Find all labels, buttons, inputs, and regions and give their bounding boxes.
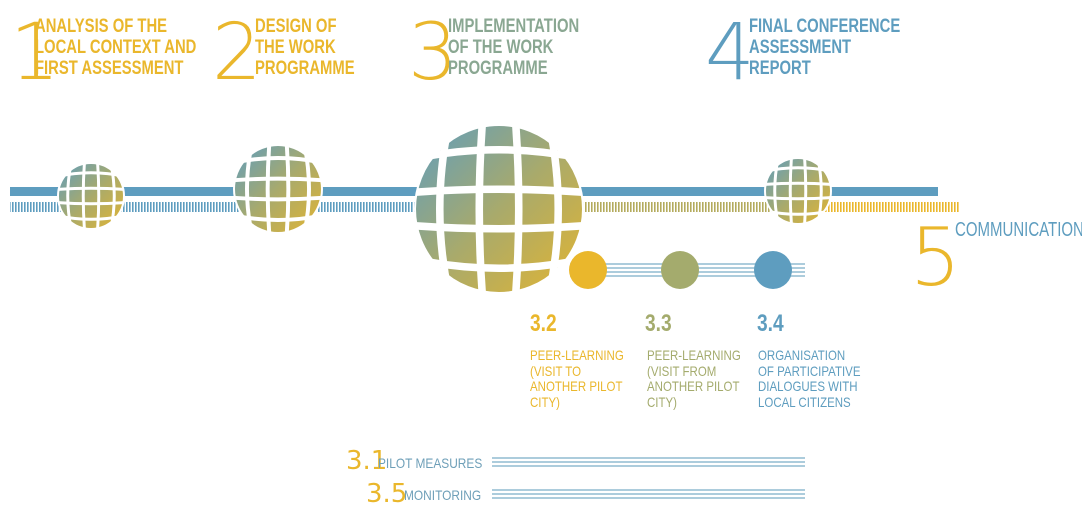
subphase-3-3-number: 3.3 <box>645 310 672 337</box>
subphase-3-2-number: 3.2 <box>530 310 557 337</box>
phase-label: ANALYSIS OF THE LOCAL CONTEXT AND FIRST … <box>35 16 197 79</box>
monitoring-number: 3.5 <box>366 479 408 509</box>
monitoring-lines <box>492 489 805 499</box>
pilot-measures-lines <box>492 457 805 467</box>
monitoring-label: MONITORING <box>404 487 482 503</box>
subphase-3-4-number: 3.4 <box>757 310 784 337</box>
phase-label: DESIGN OF THE WORK PROGRAMME <box>255 16 355 79</box>
phase-4-globe <box>764 157 832 225</box>
communication-track-blue <box>10 202 430 212</box>
communication-track-olive <box>560 202 820 212</box>
communication-label: COMMUNICATION <box>955 219 1082 241</box>
phase-label: FINAL CONFERENCE ASSESSMENT REPORT <box>749 16 901 79</box>
subphase-dot-3-3 <box>661 251 699 289</box>
phase-1-globe <box>57 162 125 230</box>
communication-track-orange <box>820 202 960 212</box>
subphase-3-2-text: PEER-LEARNING (VISIT TO ANOTHER PILOT CI… <box>530 347 624 410</box>
phase-number: 3 <box>408 8 458 98</box>
communication-number: 5 <box>910 211 961 304</box>
subphase-3-3-text: PEER-LEARNING (VISIT FROM ANOTHER PILOT … <box>647 347 741 410</box>
phase-number: 2 <box>212 8 262 98</box>
subphase-3-4-text: ORGANISATION OF PARTICIPATIVE DIALOGUES … <box>758 347 861 410</box>
phase-number: 1 <box>10 8 60 98</box>
phase-2-globe <box>233 144 323 234</box>
phase-number: 4 <box>705 8 755 98</box>
pilot-measures-label: PILOT MEASURES <box>378 455 483 471</box>
subphase-dot-3-4 <box>754 251 792 289</box>
pilot-measures-number: 3.1 <box>346 446 388 476</box>
subphase-dot-3-2 <box>569 251 607 289</box>
phase-label: IMPLEMENTATION OF THE WORK PROGRAMME <box>448 16 580 79</box>
phase-3-globe <box>414 124 584 294</box>
